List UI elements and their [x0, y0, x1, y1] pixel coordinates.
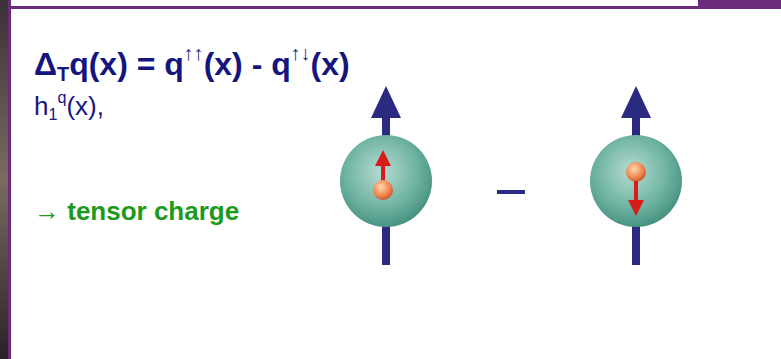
quark-arrow: [634, 181, 638, 201]
quark-arrow-head: [375, 150, 391, 166]
formula-line: ΔTq(x) = q↑↑(x) - q↑↓(x): [34, 42, 350, 86]
frame-top: [8, 6, 698, 9]
photo-strip: [0, 0, 8, 359]
frame-corner: [698, 0, 781, 9]
frame-left: [8, 0, 11, 359]
spin-head: [621, 86, 651, 118]
formula-text: q(x) = q: [69, 46, 184, 82]
minus-sign: [497, 190, 525, 194]
formula-text: (x): [311, 46, 350, 82]
superscript: ↑↓: [291, 42, 311, 64]
formula-line: h1q(x),: [34, 88, 104, 124]
formula-text: h: [34, 91, 48, 121]
quark-arrow: [381, 164, 385, 182]
quark: [373, 180, 393, 200]
spin-head: [371, 86, 401, 118]
formula-text: Δ: [34, 46, 57, 82]
nucleon: [590, 135, 682, 227]
formula-text: → tensor charge: [34, 196, 239, 226]
superscript: ↑↑: [184, 42, 204, 64]
formula-text: (x) - q: [204, 46, 291, 82]
subscript: 1: [48, 105, 57, 123]
quark-arrow-head: [628, 200, 644, 216]
subscript: T: [57, 63, 69, 85]
superscript: q: [57, 88, 66, 106]
quark: [626, 162, 646, 182]
nucleon: [340, 135, 432, 227]
formula-text: (x),: [66, 91, 104, 121]
note-line: → tensor charge: [34, 196, 239, 227]
